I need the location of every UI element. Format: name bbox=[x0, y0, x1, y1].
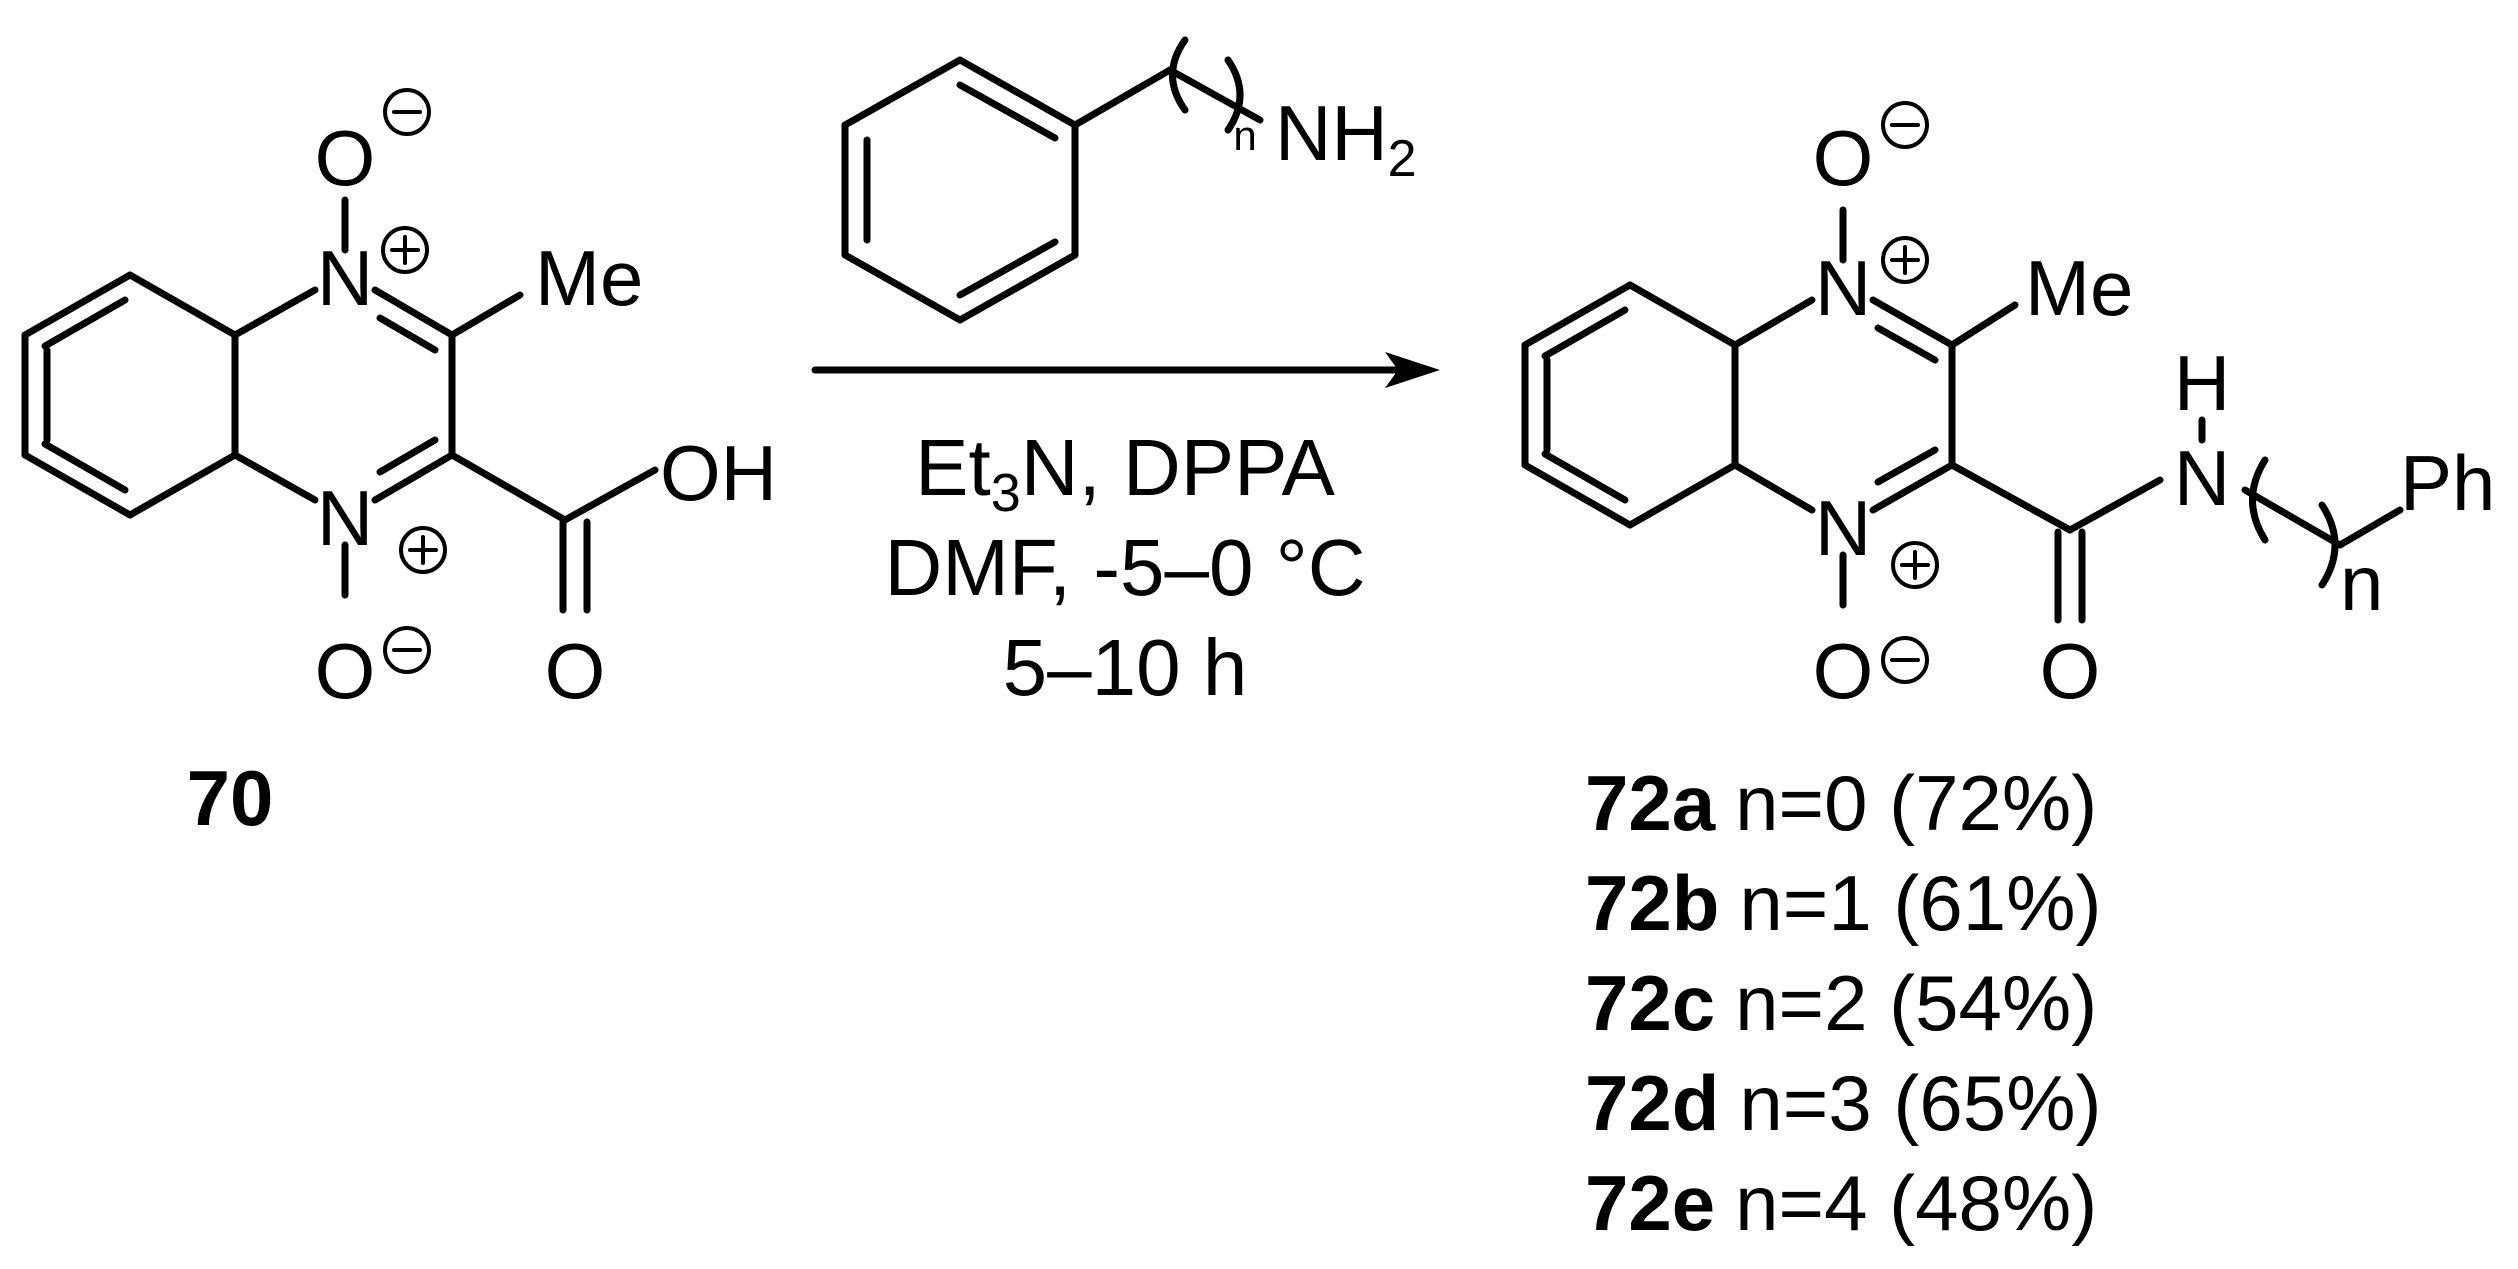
sm-o-bottom: O bbox=[315, 627, 376, 715]
product-n-bottom: N bbox=[1815, 484, 1871, 572]
conditions-line-3: 5–10 h bbox=[1003, 623, 1248, 712]
reagent-chain-n: n bbox=[1233, 112, 1256, 159]
product-amide-h: H bbox=[2174, 339, 2230, 427]
starting-material-70: N N O O Me OH O 70 bbox=[21, 88, 777, 842]
product-n-top: N bbox=[1815, 244, 1871, 332]
product-carbonyl-o: O bbox=[2040, 627, 2101, 715]
sm-n-bottom: N bbox=[317, 474, 373, 562]
sm-o-top: O bbox=[315, 114, 376, 202]
reagent-amine-group: NH2 bbox=[1275, 89, 1417, 188]
reagent-amine: n NH2 bbox=[841, 36, 1417, 324]
sm-methyl: Me bbox=[535, 234, 643, 322]
product-bonds bbox=[1521, 206, 2404, 624]
product-plus-bottom-icon bbox=[1891, 541, 1939, 589]
product-amide-n: N bbox=[2174, 434, 2230, 522]
product-minus-top-icon bbox=[1881, 101, 1929, 149]
product-plus-top-icon bbox=[1881, 236, 1929, 284]
product-methyl: Me bbox=[2025, 244, 2133, 332]
sm-compound-label: 70 bbox=[187, 754, 274, 842]
reaction-conditions: Et3N, DPPA DMF, -5–0 °C 5–10 h bbox=[885, 423, 1366, 712]
sm-plus-top-icon bbox=[381, 226, 429, 274]
product-o-bottom: O bbox=[1813, 627, 1874, 715]
reaction-arrow bbox=[811, 352, 1440, 388]
sm-plus-bottom-icon bbox=[399, 526, 447, 574]
conditions-line-1: Et3N, DPPA bbox=[915, 423, 1335, 523]
sm-n-top: N bbox=[317, 234, 373, 322]
product-o-top: O bbox=[1813, 114, 1874, 202]
product-minus-bottom-icon bbox=[1881, 636, 1929, 684]
sm-hydroxyl: OH bbox=[660, 429, 777, 517]
sm-carbonyl-o: O bbox=[545, 627, 606, 715]
conditions-line-2: DMF, -5–0 °C bbox=[885, 523, 1366, 612]
starting-material-bonds bbox=[21, 196, 659, 614]
product-chain-n: n bbox=[2340, 539, 2383, 627]
product-72: N N O O Me O N H Ph n bbox=[1521, 101, 2495, 715]
sm-minus-bottom-icon bbox=[383, 626, 431, 674]
reagent-bonds bbox=[841, 36, 1264, 324]
product-phenyl: Ph bbox=[2400, 439, 2495, 527]
sm-minus-top-icon bbox=[383, 88, 431, 136]
